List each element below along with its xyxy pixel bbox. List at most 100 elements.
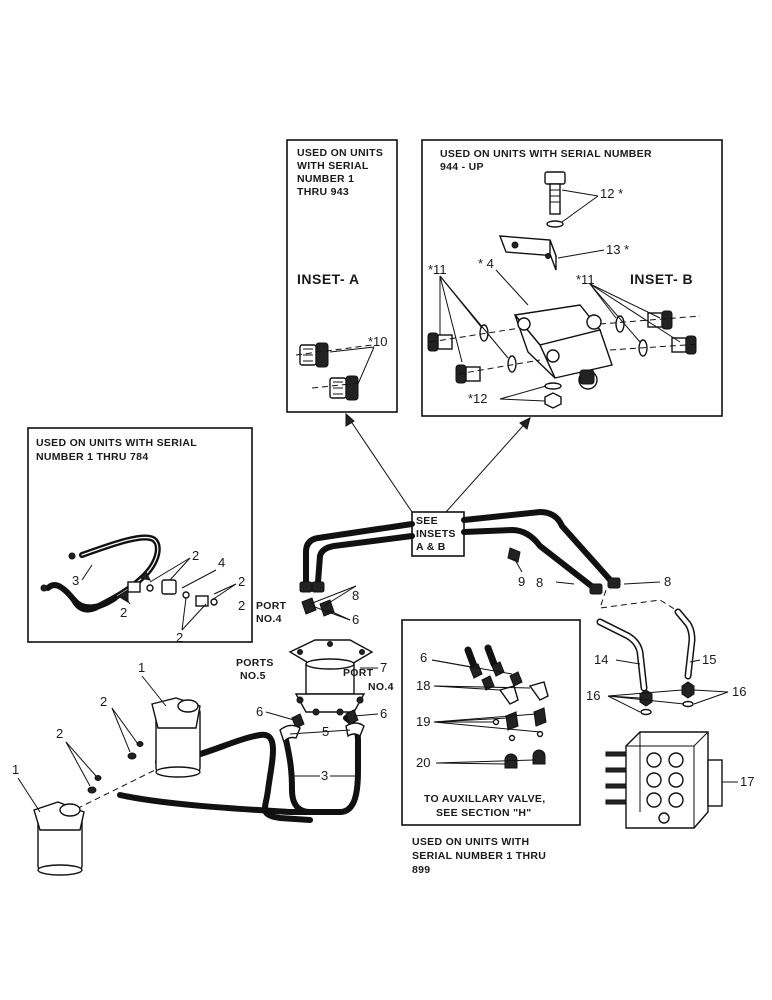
fittings-16 xyxy=(639,681,695,716)
leader xyxy=(555,581,575,585)
callout-16-left: 16 xyxy=(586,688,600,703)
port-no4-right-line-2: NO.4 xyxy=(368,681,394,693)
filter-mid xyxy=(151,697,201,778)
leader xyxy=(289,731,321,735)
inset-left-note-line-1: USED ON UNITS WITH SERIAL xyxy=(36,437,197,449)
inset-left-fittings xyxy=(117,571,218,607)
callout-1-mid: 1 xyxy=(138,660,145,675)
callout-6-top: 6 xyxy=(352,612,359,627)
callout-8-a: 8 xyxy=(352,588,359,603)
ports-no5-line-2: NO.5 xyxy=(240,670,266,682)
callout-17: 17 xyxy=(740,774,754,789)
leader xyxy=(589,283,641,343)
inset-b-note-line-2: 944 - UP xyxy=(440,161,484,173)
leader xyxy=(357,346,375,385)
leader xyxy=(623,581,661,585)
hose-end-fitting xyxy=(589,583,603,595)
callout-8-b: 8 xyxy=(536,575,543,590)
inset-aux: 6 18 19 20 TO AUXILLARY VALVE, SEE SECTI… xyxy=(401,619,581,876)
hose-upper-left-2 xyxy=(315,533,415,585)
callout-2: 2 xyxy=(238,598,245,613)
leader xyxy=(211,583,237,601)
leader xyxy=(141,675,167,707)
callout-18: 18 xyxy=(416,678,430,693)
callout-1-left: 1 xyxy=(12,762,19,777)
leader xyxy=(615,659,641,665)
leader xyxy=(265,711,295,721)
callout-2: 2 xyxy=(120,605,127,620)
leader xyxy=(181,569,217,589)
main-fittings xyxy=(87,597,365,794)
inset-b-washer xyxy=(544,382,562,390)
leader xyxy=(327,609,351,621)
aux-caption-line-3: 899 xyxy=(412,864,430,876)
leader xyxy=(111,707,139,745)
callout-9: 9 xyxy=(518,574,525,589)
inset-aux-border xyxy=(401,619,581,826)
leader xyxy=(589,283,681,343)
inset-b-bracket xyxy=(498,235,558,271)
inset-b-note-line-1: USED ON UNITS WITH SERIAL NUMBER xyxy=(440,148,652,160)
inset-b-right-fittings xyxy=(615,310,697,357)
main-hoses-upper xyxy=(299,508,621,595)
inset-a-note-line-4: THRU 943 xyxy=(297,186,349,198)
callout-16-right: 16 xyxy=(732,684,746,699)
arrow-to-inset-b xyxy=(445,417,531,513)
inset-b-border xyxy=(421,139,723,417)
clamp-9 xyxy=(507,547,521,563)
leader xyxy=(561,195,599,223)
arrow-to-inset-a xyxy=(345,413,413,513)
inset-a-note-line-3: NUMBER 1 xyxy=(297,173,354,185)
aux-caption-line-1: USED ON UNITS WITH xyxy=(412,836,529,848)
dashed-route xyxy=(239,806,306,813)
leader xyxy=(435,759,535,764)
callout-10: *10 xyxy=(368,334,388,349)
see-insets-line-2: INSETS xyxy=(416,528,456,540)
aux-hose-ends xyxy=(464,644,505,679)
fitting-end xyxy=(40,584,48,592)
leader xyxy=(65,741,97,777)
inset-b-valve-block xyxy=(513,304,613,390)
callout-2-left: 2 xyxy=(56,726,63,741)
see-insets-line-3: A & B xyxy=(416,541,446,553)
callout-3: 3 xyxy=(72,573,79,588)
centerline xyxy=(599,315,701,325)
callout-19: 19 xyxy=(416,714,430,729)
aux-note-line-2: SEE SECTION "H" xyxy=(436,807,532,819)
inset-left-hose-lower xyxy=(45,582,118,611)
inset-b: USED ON UNITS WITH SERIAL NUMBER 944 - U… xyxy=(421,139,723,417)
inset-a-fitting-lower xyxy=(329,375,359,401)
leader xyxy=(353,713,379,717)
callout-15: 15 xyxy=(702,652,716,667)
leader xyxy=(111,707,131,753)
leader xyxy=(607,695,641,713)
callout-2: 2 xyxy=(192,548,199,563)
leader xyxy=(561,189,599,197)
inset-b-nut xyxy=(544,392,562,409)
leader xyxy=(499,385,547,400)
leader xyxy=(181,597,187,631)
callout-2: 2 xyxy=(176,630,183,645)
inset-b-bolt xyxy=(544,171,566,228)
callout-20: 20 xyxy=(416,755,430,770)
centerline xyxy=(609,343,701,351)
leader xyxy=(433,685,531,689)
callout-13: 13 * xyxy=(606,242,629,257)
port-no4-right-line-1: PORT xyxy=(343,667,374,679)
inset-left-note-line-2: NUMBER 1 THRU 784 xyxy=(36,451,148,463)
callout-14: 14 xyxy=(594,652,608,667)
hose-end-fitting xyxy=(311,581,325,593)
port-no4-top-line-1: PORT xyxy=(256,600,287,612)
callout-11-right: *11 xyxy=(576,272,595,287)
leader xyxy=(323,585,357,607)
leader xyxy=(607,689,683,697)
manifold xyxy=(288,639,374,716)
leader xyxy=(693,689,729,693)
leader xyxy=(149,557,191,583)
leader xyxy=(439,275,463,363)
leader xyxy=(431,659,513,675)
centerline xyxy=(457,359,541,375)
port-no4-top-line-2: NO.4 xyxy=(256,613,282,625)
leader xyxy=(17,777,41,813)
